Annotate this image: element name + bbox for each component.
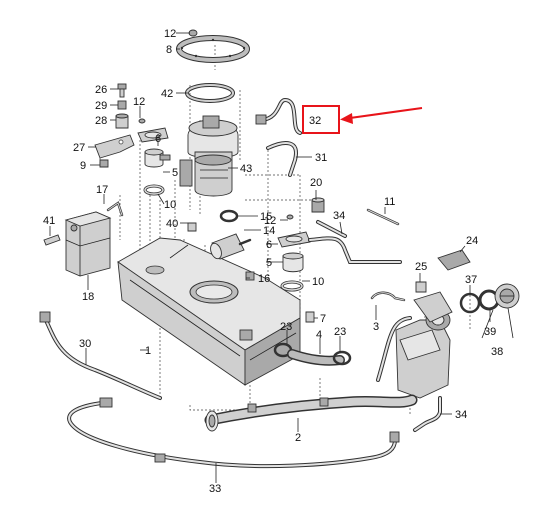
label-4: 4 [316, 329, 322, 341]
label-9: 9 [80, 160, 86, 172]
part-6-flange-left [137, 127, 169, 143]
part-32-vent-pipe [255, 97, 302, 135]
part-9-clip [99, 159, 109, 168]
callout-labels: 12 8 42 26 29 12 28 6 27 9 5 43 31 17 10… [43, 28, 503, 495]
label-3: 3 [373, 321, 379, 333]
part-23-clamp-right [332, 350, 352, 366]
part-28-bush [115, 113, 129, 129]
label-6: 6 [266, 239, 272, 251]
label-12: 12 [264, 215, 276, 227]
part-31-vent-line [266, 141, 298, 177]
part-1-fuel-tank [117, 237, 301, 386]
part-2-filler-neck [204, 394, 418, 432]
part-10-seal-mid [280, 280, 304, 292]
label-18: 18 [82, 291, 94, 303]
label-40: 40 [166, 218, 178, 230]
label-7: 7 [320, 313, 326, 325]
part-7-fitting [305, 311, 315, 323]
label-29: 29 [95, 100, 107, 112]
label-16: 16 [258, 273, 270, 285]
part-14-fuel-filter [210, 233, 252, 260]
label-17: 17 [96, 184, 108, 196]
part-17-connector [106, 201, 124, 217]
label-15: 15 [260, 211, 272, 223]
label-20: 20 [310, 177, 322, 189]
label-14: 14 [263, 225, 275, 237]
part-25-clip [415, 281, 427, 293]
label-30: 30 [79, 338, 91, 350]
label-5: 5 [266, 257, 272, 269]
part-12-screw-cap [188, 29, 198, 37]
part-5-sender-left [144, 148, 171, 168]
label-34: 34 [455, 409, 467, 421]
label-43: 43 [240, 163, 252, 175]
part-18-carbon-canister [64, 211, 112, 277]
part-6-flange-mid [277, 231, 311, 248]
label-31: 31 [315, 152, 327, 164]
part-15-clamp [219, 209, 239, 223]
part-27-bracket [94, 134, 135, 159]
part-43-fuel-pump-module [179, 115, 239, 197]
part-41-valve [43, 234, 61, 246]
parts-illustration [39, 29, 520, 469]
label-10: 10 [312, 276, 324, 288]
red-arrow-line [349, 107, 423, 119]
label-23: 23 [334, 326, 346, 338]
label-12: 12 [164, 28, 176, 40]
part-3-sensor-wire [370, 291, 406, 302]
label-28: 28 [95, 115, 107, 127]
leader-lines [49, 32, 514, 483]
highlight-callout-32: 32 [302, 105, 423, 134]
label-8: 8 [166, 44, 172, 56]
part-10-seal-left [143, 184, 165, 196]
label-25: 25 [415, 261, 427, 273]
part-12-cap-mid [286, 214, 294, 220]
part-33-line [67, 397, 400, 469]
part-24-bracket [437, 249, 471, 271]
label-24: 24 [466, 235, 478, 247]
highlight-box [302, 105, 340, 134]
label-39: 39 [484, 326, 496, 338]
label-42: 42 [161, 88, 173, 100]
label-38: 38 [491, 346, 503, 358]
part-34-right-line [376, 316, 442, 432]
part-40-clip [187, 222, 197, 232]
part-16-plug [245, 271, 255, 281]
label-34: 34 [333, 210, 345, 222]
label-10: 10 [164, 199, 176, 211]
part-29-spacer [117, 100, 127, 110]
part-12-cap-left [138, 118, 146, 124]
label-41: 41 [43, 215, 55, 227]
label-1: 1 [145, 345, 151, 357]
part-30-line [39, 311, 162, 400]
part-42-seal [185, 83, 235, 103]
label-2: 2 [295, 432, 301, 444]
label-33: 33 [209, 483, 221, 495]
part-34-upper-line [308, 220, 402, 264]
part-20-fitting [311, 197, 325, 213]
label-12: 12 [133, 96, 145, 108]
part-38-fuel-cap [494, 283, 520, 309]
part-5-sender-mid [282, 252, 304, 273]
label-27: 27 [73, 142, 85, 154]
part-8-locking-ring [176, 35, 250, 63]
label-6: 6 [155, 133, 161, 145]
part-11-rod [366, 208, 400, 226]
part-26-bolt [117, 83, 127, 98]
label-11: 11 [384, 196, 395, 208]
label-26: 26 [95, 84, 107, 96]
label-37: 37 [465, 274, 477, 286]
label-5: 5 [172, 167, 178, 179]
red-arrow-head [340, 113, 353, 124]
part-filler-housing [395, 291, 453, 399]
label-23: 23 [280, 321, 292, 333]
highlight-label-32: 32 [309, 115, 321, 127]
part-4-hose [287, 349, 345, 366]
